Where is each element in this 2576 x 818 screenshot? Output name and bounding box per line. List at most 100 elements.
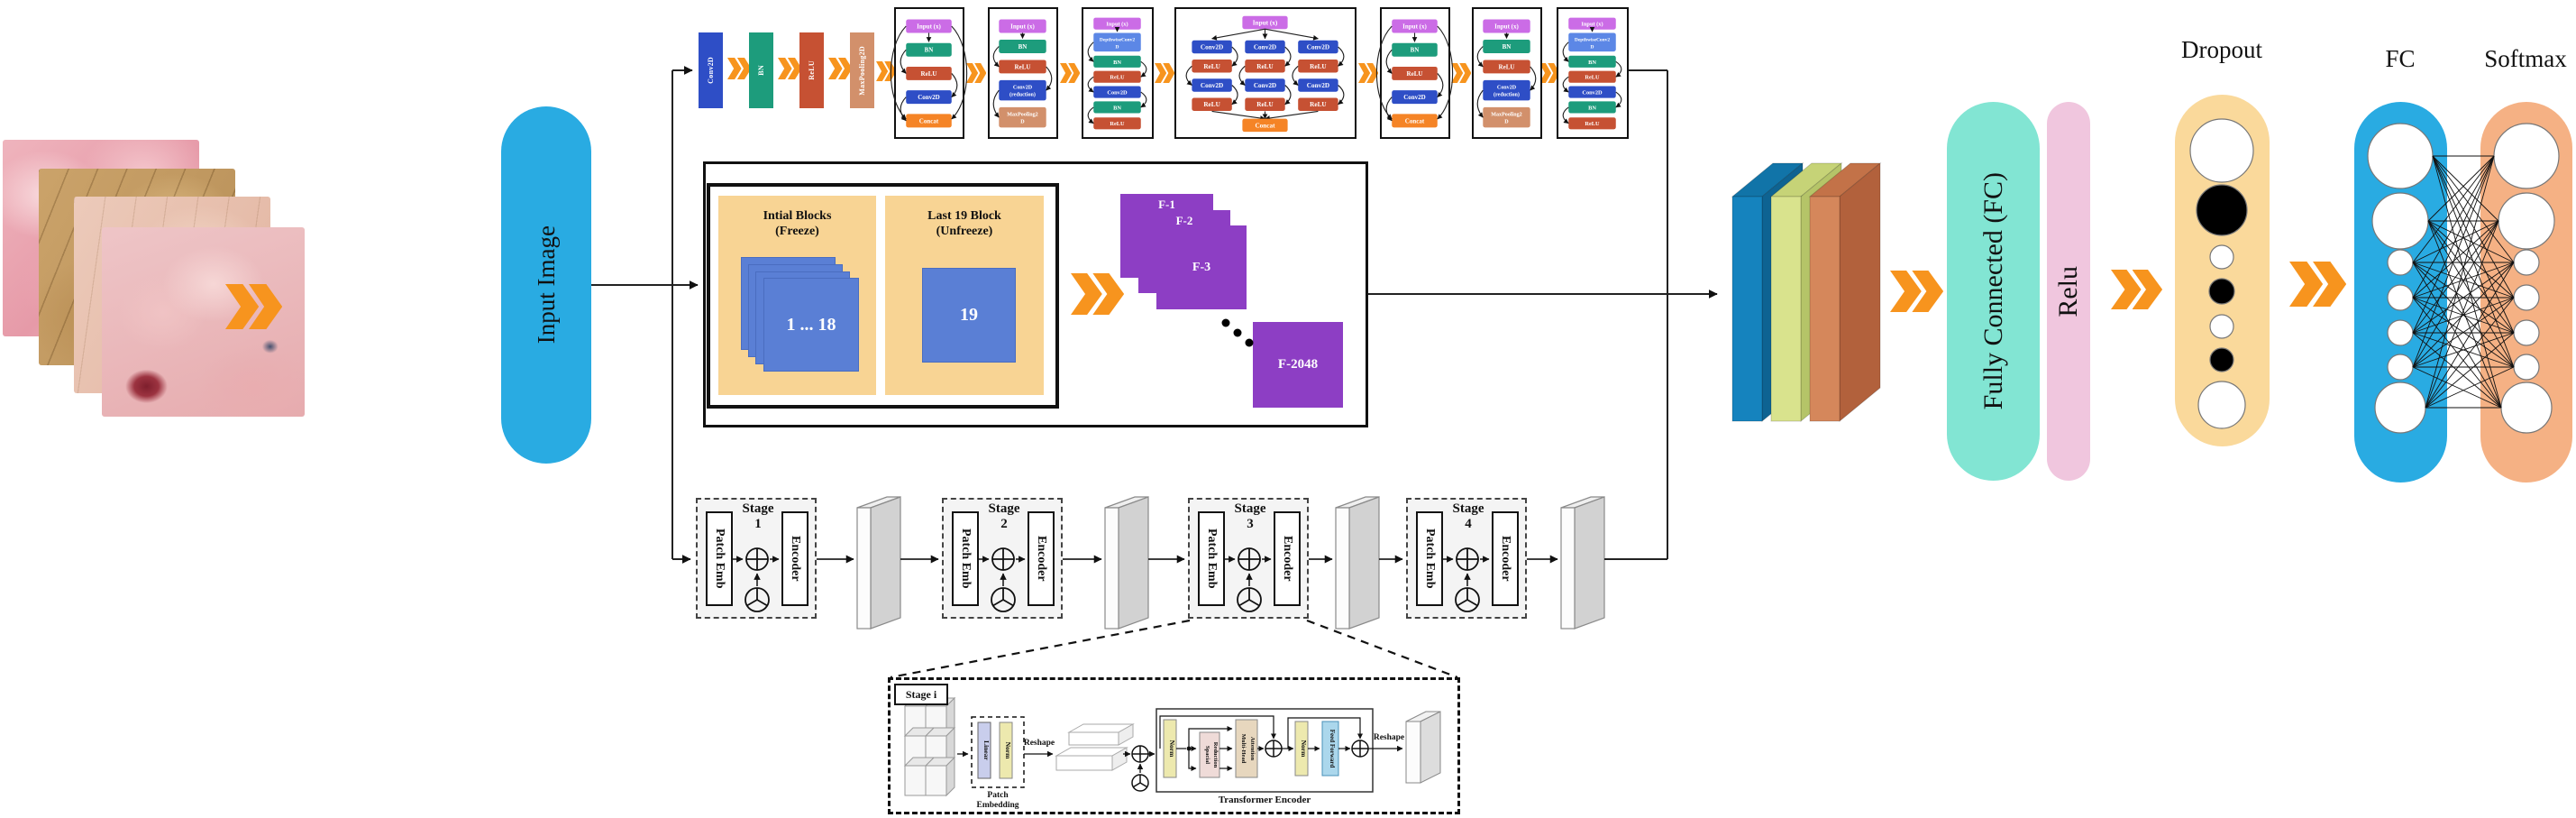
flow-chevron-icon xyxy=(778,58,802,79)
dropout-pill xyxy=(2175,95,2270,446)
position-encoding-icon xyxy=(1237,587,1262,612)
svg-text:ReLU: ReLU xyxy=(921,70,937,78)
input-image-pill: Input Image xyxy=(501,106,591,464)
svg-text:Input (x): Input (x) xyxy=(917,23,941,30)
fc-layer-pill xyxy=(2354,102,2447,483)
svg-text:BN: BN xyxy=(1588,105,1596,111)
position-encoding-icon xyxy=(744,587,770,612)
dense-block: Input (x) BN ReLU Conv2D Concat xyxy=(1375,7,1454,139)
svg-text:DepthwiseConv2: DepthwiseConv2 xyxy=(1100,37,1135,42)
svg-text:ReLU: ReLU xyxy=(1203,63,1220,70)
svg-text:ReLU: ReLU xyxy=(1407,70,1423,78)
flow-chevron-icon xyxy=(966,63,987,83)
stem-layer-bn: BN xyxy=(749,32,773,108)
svg-text:Input (x): Input (x) xyxy=(1402,23,1427,30)
flow-chevron-icon xyxy=(1451,63,1472,83)
relu-label: Relu xyxy=(2053,265,2083,317)
flow-chevron-icon xyxy=(1358,63,1379,83)
svg-text:Concat: Concat xyxy=(919,117,939,124)
svg-text:ReLU: ReLU xyxy=(1110,75,1125,81)
patch-emb-block: Patch Emb xyxy=(1416,511,1443,606)
unfrozen-block: 19 xyxy=(922,268,1016,363)
initial-blocks-title: Intial Blocks xyxy=(763,209,832,223)
flow-chevron-icon xyxy=(727,58,752,79)
patch-emb-block: Patch Emb xyxy=(1198,511,1225,606)
svg-text:BN: BN xyxy=(1503,43,1512,51)
svg-text:Conv2D: Conv2D xyxy=(1254,82,1276,89)
svg-text:Conv2D: Conv2D xyxy=(1201,82,1223,89)
svg-text:BN: BN xyxy=(1019,43,1028,51)
unfreeze-block-subtitle: (Unfreeze) xyxy=(936,225,993,238)
svg-text:ReLU: ReLU xyxy=(1015,63,1031,70)
svg-text:BN: BN xyxy=(1411,47,1420,54)
patch-emb-block: Patch Emb xyxy=(952,511,979,606)
inception-block: Input (x) Conv2D ReLU Conv2D ReLU Conv2D ReLU C… xyxy=(1174,7,1357,139)
flow-chevron-icon xyxy=(876,61,897,81)
svg-text:BN: BN xyxy=(925,47,934,54)
svg-text:ReLU: ReLU xyxy=(1310,63,1327,70)
fully-connected-label: Fully Connected (FC) xyxy=(1978,172,2008,410)
input-image-label: Input Image xyxy=(532,225,560,345)
fully-connected-pill: Fully Connected (FC) xyxy=(1947,102,2040,481)
svg-text:BN: BN xyxy=(1113,60,1121,66)
encoder-block: Encoder xyxy=(781,511,808,606)
svg-text:D: D xyxy=(1116,44,1119,50)
svg-text:ReLU: ReLU xyxy=(1110,121,1125,127)
svg-text:Conv2D: Conv2D xyxy=(918,94,940,101)
flow-chevron-icon xyxy=(1155,63,1175,83)
unfrozen-block-label: 19 xyxy=(960,305,978,325)
svg-text:Conv2D: Conv2D xyxy=(1403,94,1426,101)
svg-text:MaxPooling2: MaxPooling2 xyxy=(1491,113,1521,118)
stem-layer-conv2d: Conv2D xyxy=(699,32,723,108)
svg-text:ReLU: ReLU xyxy=(1203,101,1220,108)
softmax-pill xyxy=(2480,102,2572,483)
encoder-block: Encoder xyxy=(1028,511,1055,606)
svg-text:Conv2D: Conv2D xyxy=(1497,86,1517,91)
unfreeze-block-panel: Last 19 Block (Unfreeze) 19 xyxy=(885,196,1044,395)
position-encoding-icon xyxy=(991,587,1016,612)
svg-text:ReLU: ReLU xyxy=(1310,101,1327,108)
encoder-block: Encoder xyxy=(1492,511,1519,606)
stem-layer-maxpooling2d: MaxPooling2D xyxy=(850,32,874,108)
flow-chevron-icon xyxy=(1071,273,1125,315)
ellipsis-dots xyxy=(1221,318,1254,347)
frozen-blocks-range-label: 1 ... 18 xyxy=(786,314,836,335)
svg-text:Conv2D: Conv2D xyxy=(1582,90,1603,97)
flow-chevron-icon xyxy=(828,58,853,79)
initial-blocks-subtitle: (Freeze) xyxy=(775,225,819,238)
feature-map-f2048: F-2048 xyxy=(1253,322,1343,408)
svg-text:Conv2D: Conv2D xyxy=(1307,44,1329,51)
feature-map-f3: F-3 xyxy=(1156,225,1247,309)
softmax-title: Softmax xyxy=(2484,45,2567,72)
dropout-title: Dropout xyxy=(2181,36,2262,63)
stage-i-tag-box: Stage i xyxy=(894,684,948,705)
svg-text:BN: BN xyxy=(1113,105,1121,111)
svg-text:Input (x): Input (x) xyxy=(1494,23,1519,30)
svg-text:D: D xyxy=(1020,120,1025,125)
flow-chevron-icon xyxy=(1890,271,1944,312)
stage-i-label: Stage i xyxy=(905,687,937,701)
svg-text:ReLU: ReLU xyxy=(1256,101,1274,108)
svg-text:Conv2D: Conv2D xyxy=(1254,44,1276,51)
flow-chevron-icon xyxy=(2111,270,2163,309)
svg-text:D: D xyxy=(1504,120,1509,125)
svg-text:(reduction): (reduction) xyxy=(1494,92,1520,98)
svg-text:Input (x): Input (x) xyxy=(1581,22,1603,28)
svg-text:Input (x): Input (x) xyxy=(1106,22,1128,28)
svg-text:Input (x): Input (x) xyxy=(1253,19,1278,26)
svg-text:Concat: Concat xyxy=(1255,122,1275,129)
fc-title: FC xyxy=(2385,45,2416,72)
svg-text:ReLU: ReLU xyxy=(1585,75,1600,81)
stage-detail-box xyxy=(888,677,1460,814)
svg-text:Concat: Concat xyxy=(1405,117,1425,124)
